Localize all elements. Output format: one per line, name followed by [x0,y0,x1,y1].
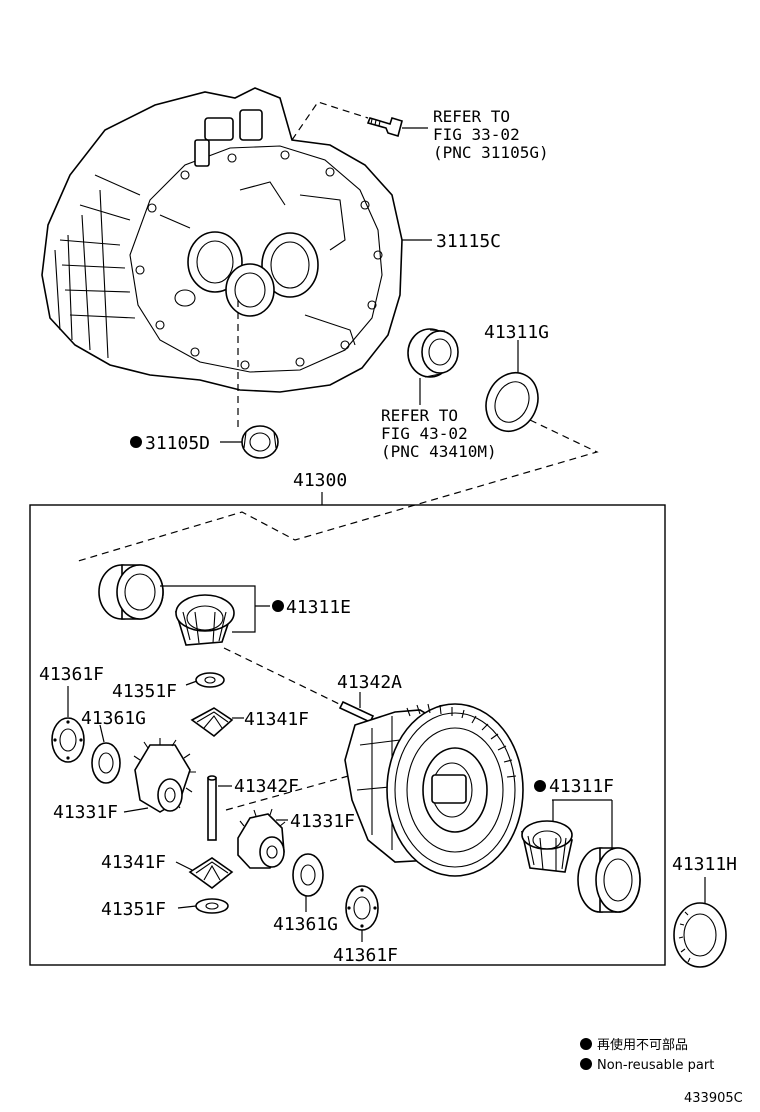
washer-41361G-bottom-drawing [292,853,324,897]
label-41361G-bottom: 41361G [273,914,338,935]
p41311F-bracket [552,799,613,850]
figure-id: 433905C [684,1091,743,1106]
pinion-gear-41341F-bottom-drawing [188,857,234,890]
p41361G-left-leader [99,724,105,743]
non-reusable-dot-41311E [272,600,284,612]
label-41311H: 41311H [672,854,737,875]
shaft-to-case-dashed [225,769,371,811]
label-41361F-bottom: 41361F [333,945,398,966]
refer43-line3: (PNC 43410M) [381,442,497,461]
label-41300: 41300 [293,470,347,491]
legend: 再使用不可部品 Non-reusable part [580,1037,714,1073]
p41311E-bracket [160,585,270,633]
label-41341F-top: 41341F [244,709,309,730]
housing-bolt-drawing [366,117,403,138]
oil-seal-31105D-drawing [241,425,279,459]
label-41361G-left: 41361G [81,708,146,729]
bearing-cup-41311E-drawing [98,564,164,620]
differential-kit-box [29,504,666,966]
label-41342A: 41342A [337,672,402,693]
thrust-washer-41351F-bottom-drawing [195,898,229,914]
label-31115C: 31115C [436,231,501,252]
shim-to-kit-dashed [74,419,599,563]
p41331F-left-leader [123,807,149,813]
pinion-gear-41341F-top-drawing [190,707,234,738]
bearing-cup-41311F-drawing [577,847,641,913]
shim-41311H-drawing [673,902,727,968]
label-41311G: 41311G [484,322,549,343]
p41341F-bottom-leader [175,861,193,871]
thrust-washer-41351F-top-drawing [195,672,225,688]
label-41342F: 41342F [234,776,299,797]
refer33-line2: FIG 33-02 [433,125,520,144]
label-41311F: 41311F [549,776,614,797]
label-41311E: 41311E [286,597,351,618]
bearing-cone-41311F-drawing [520,820,573,873]
non-reusable-dot-41311F [534,780,546,792]
legend-text-ja: 再使用不可部品 [597,1037,688,1053]
bearing-cup-fig43-drawing [407,328,459,378]
label-41351F-bottom: 41351F [101,899,166,920]
p41351F-top-leader [185,680,198,686]
washer-41361F-bottom-drawing [345,885,379,931]
side-gear-41331F-mid-drawing [237,808,286,869]
p41351F-bottom-leader [177,905,197,909]
bearing-cone-41311E-drawing [174,594,235,646]
refer43-line2: FIG 43-02 [381,424,468,443]
legend-dot-1 [580,1038,592,1050]
shim-41311G-drawing [485,372,539,432]
differential-case-ring-gear-drawing [344,703,524,877]
label-41351F-top: 41351F [112,681,177,702]
transaxle-housing-drawing [41,87,403,393]
label-41361F-top: 41361F [39,664,104,685]
label-41341F-bottom: 41341F [101,852,166,873]
label-41331F-left: 41331F [53,802,118,823]
washer-41361F-left-drawing [51,717,85,763]
legend-text-en: Non-reusable part [597,1058,714,1073]
refer33-line1: REFER TO [433,107,510,126]
label-41331F-mid: 41331F [290,811,355,832]
legend-dot-2 [580,1058,592,1070]
label-31105D: 31105D [145,433,210,454]
bolt-leader-dashed [291,101,369,141]
side-gear-41331F-left-drawing [133,738,196,813]
pinion-shaft-41342F-drawing [207,775,217,841]
refer43-line1: REFER TO [381,406,458,425]
refer33-line3: (PNC 31105G) [433,143,549,162]
non-reusable-dot-31105D [130,436,142,448]
pin-41342A-drawing [338,700,375,724]
washer-41361G-left-drawing [91,742,121,784]
